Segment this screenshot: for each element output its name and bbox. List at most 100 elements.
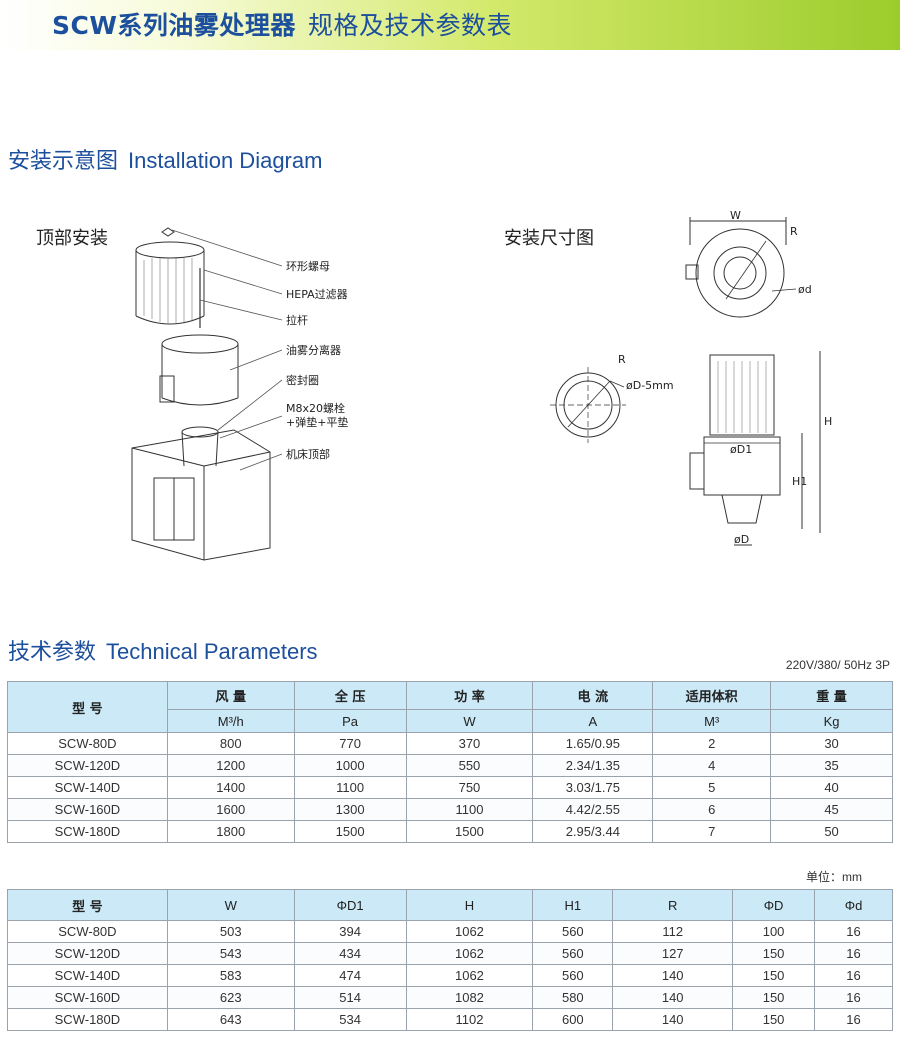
hepa-filter-top	[135, 241, 205, 259]
ring-nut-shape	[161, 227, 175, 237]
t2-header-h1: H1	[532, 889, 614, 921]
performance-table: 型 号 风 量 全 压 功 率 电 流 适用体积 重 量 M³/h Pa W A…	[7, 681, 893, 843]
table-cell: 140	[612, 986, 734, 1009]
table-cell: 40	[770, 776, 893, 799]
table-cell: 16	[814, 920, 893, 943]
label-bolt: M8x20螺栓	[286, 401, 345, 415]
table-cell: 550	[405, 754, 534, 777]
table-cell: SCW-140D	[7, 964, 168, 987]
dimension-drawing-caption: 安装尺寸图	[504, 228, 594, 249]
top-view-outer-circle	[695, 228, 785, 318]
t1-header-airflow: 风 量	[166, 681, 295, 710]
table-cell: 4	[652, 754, 772, 777]
label-hepa-filter: HEPA过滤器	[286, 288, 348, 301]
table-cell: 3.03/1.75	[532, 776, 654, 799]
t2-header-d1: ΦD1	[293, 889, 407, 921]
t1-unit-current: A	[532, 709, 654, 733]
table-cell: SCW-80D	[7, 920, 168, 943]
table-cell: 150	[732, 986, 816, 1009]
table-cell: 1500	[293, 820, 407, 843]
table-cell: 800	[166, 732, 295, 755]
unit-note: 单位：mm	[806, 870, 862, 884]
technical-heading-zh: 技术参数	[8, 640, 97, 665]
table-cell: 643	[166, 1008, 295, 1031]
table-cell: 1.65/0.95	[532, 732, 654, 755]
table-cell: 16	[814, 942, 893, 965]
mark-r-top: R	[790, 225, 798, 238]
table-cell: 514	[293, 986, 407, 1009]
table-cell: 1082	[405, 986, 534, 1009]
dimension-diagram: W R ød R øD-5mm H H1 øD1 øD	[550, 209, 832, 546]
table-cell: 623	[166, 986, 295, 1009]
table-cell: SCW-160D	[7, 986, 168, 1009]
table-cell: 1400	[166, 776, 295, 799]
t1-unit-volume: M³	[652, 709, 772, 733]
mark-d-small: ød	[798, 283, 812, 296]
table-cell: 770	[293, 732, 407, 755]
table-cell: 2.34/1.35	[532, 754, 654, 777]
table-cell: 16	[814, 1008, 893, 1031]
table-cell: 150	[732, 964, 816, 987]
table-cell: SCW-140D	[7, 776, 168, 799]
t1-unit-power: W	[405, 709, 534, 733]
table-cell: 1062	[405, 920, 534, 943]
technical-heading-en: Technical Parameters	[106, 639, 318, 664]
t1-header-power: 功 率	[405, 681, 534, 710]
table-cell: 150	[732, 942, 816, 965]
table-cell: 150	[732, 1008, 816, 1031]
table-cell: 1300	[293, 798, 407, 821]
t1-unit-pressure: Pa	[293, 709, 407, 733]
table-cell: 2.95/3.44	[532, 820, 654, 843]
t1-header-current: 电 流	[532, 681, 654, 710]
installation-heading-zh: 安装示意图	[8, 149, 119, 174]
table-cell: 1000	[293, 754, 407, 777]
t1-header-model: 型 号	[7, 681, 168, 733]
table-cell: 50	[770, 820, 893, 843]
title-banner: SCW系列油雾处理器规格及技术参数表	[0, 0, 900, 50]
table-cell: 30	[770, 732, 893, 755]
t2-header-model: 型 号	[7, 889, 168, 921]
table-cell: 140	[612, 1008, 734, 1031]
label-washers: +弹垫+平垫	[286, 415, 348, 429]
table-cell: 370	[405, 732, 534, 755]
t1-header-weight: 重 量	[770, 681, 893, 710]
technical-heading: 技术参数 Technical Parameters	[8, 634, 318, 666]
t2-header-d-small: Φd	[814, 889, 893, 921]
mark-d: øD	[734, 533, 749, 546]
table-cell: 600	[532, 1008, 614, 1031]
label-separator: 油雾分离器	[286, 343, 341, 357]
table-cell: 583	[166, 964, 295, 987]
mark-h: H	[824, 415, 832, 428]
table-cell: 1062	[405, 964, 534, 987]
page-title-subtitle: 规格及技术参数表	[307, 11, 512, 40]
t2-header-d: ΦD	[732, 889, 816, 921]
table-cell: 16	[814, 964, 893, 987]
table-cell: 1100	[293, 776, 407, 799]
table-cell: 543	[166, 942, 295, 965]
table-cell: 560	[532, 964, 614, 987]
table-cell: 1102	[405, 1008, 534, 1031]
table-cell: 394	[293, 920, 407, 943]
table-cell: 534	[293, 1008, 407, 1031]
machine-top-shape	[131, 429, 271, 561]
t2-header-h: H	[405, 889, 534, 921]
table-cell: 1600	[166, 798, 295, 821]
table-cell: 1500	[405, 820, 534, 843]
page-title-product: SCW系列油雾处理器	[52, 11, 296, 40]
table-cell: 140	[612, 964, 734, 987]
t1-unit-weight: Kg	[770, 709, 893, 733]
table-cell: 16	[814, 986, 893, 1009]
table-cell: 560	[532, 942, 614, 965]
mark-w: W	[730, 209, 741, 222]
table-cell: 560	[532, 920, 614, 943]
label-tie-rod: 拉杆	[286, 313, 308, 327]
t2-header-w: W	[166, 889, 295, 921]
t1-header-pressure: 全 压	[293, 681, 407, 710]
